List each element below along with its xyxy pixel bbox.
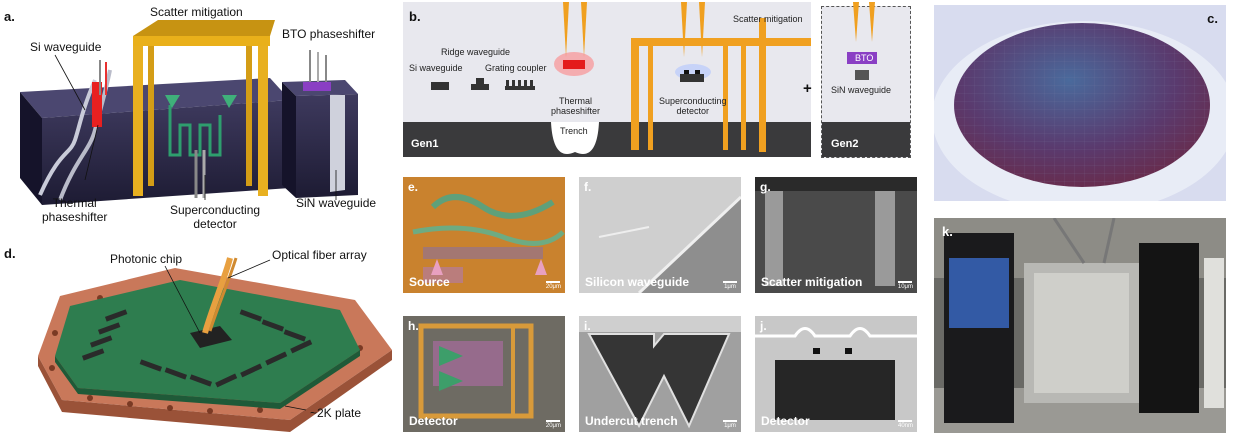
panel-k: k. (934, 218, 1226, 433)
panel-a-label: a. (4, 9, 15, 24)
plate-label: ~2K plate (310, 406, 362, 420)
panel-b: b. Ridge waveguide Si waveguide Grating … (403, 2, 915, 158)
tile-g-caption: Scatter mitigation (761, 275, 863, 289)
panel-a-illustration (20, 20, 358, 205)
tile-h-detector: h. Detector 20μm (403, 316, 565, 432)
tile-i-scale: 1μm (723, 420, 737, 429)
panel-d-illustration (38, 257, 392, 432)
gen1-label: Gen1 (411, 138, 439, 150)
panel-k-label: k. (942, 224, 953, 239)
tile-g-image (755, 177, 917, 286)
panel-c-label: c. (1207, 11, 1218, 26)
panel-a: a. (0, 0, 400, 235)
tile-h-scale: 20μm (546, 420, 561, 429)
bto-phaseshifter-label: BTO phaseshifter (282, 27, 376, 41)
tile-i-image (579, 316, 741, 429)
tile-j-caption: Detector (761, 414, 810, 428)
photonic-chip-label: Photonic chip (110, 252, 183, 266)
trench-label: Trench (560, 126, 588, 136)
tile-g-scatter-mitigation: g. Scatter mitigation 10μm (755, 177, 917, 293)
tile-e-caption: Source (409, 275, 450, 289)
tile-j-scale: 40nm (898, 420, 913, 429)
tile-h-caption: Detector (409, 414, 458, 428)
tile-e-image (412, 194, 565, 283)
bto-label: BTO (855, 53, 874, 63)
tile-f-label: f. (584, 180, 592, 194)
tile-e-source: e. Source 20μm (403, 177, 565, 293)
ridge-waveguide-label: Ridge waveguide (441, 47, 511, 57)
panel-b-label: b. (409, 9, 421, 24)
sin-waveguide-label: SiN waveguide (296, 196, 377, 210)
tile-f-caption: Silicon waveguide (585, 275, 690, 289)
optical-fiber-array-label: Optical fiber array (272, 248, 367, 262)
thermal-phaseshifter-label: Thermal phaseshifter (42, 196, 108, 224)
wafer-photo (934, 21, 1226, 201)
tile-h-label: h. (408, 319, 419, 333)
panel-d: d. (0, 238, 400, 438)
cryostat-rack-photo (934, 218, 1226, 433)
grating-coupler-label: Grating coupler (485, 63, 547, 73)
tile-g-label: g. (760, 180, 771, 194)
gen2-substrate (822, 122, 910, 157)
tile-e-label: e. (408, 180, 419, 194)
tile-f-scale: 1μm (723, 281, 737, 290)
b-scatter-mitigation-label: Scatter mitigation (733, 14, 803, 24)
tile-e-scale: 20μm (546, 281, 561, 290)
tile-i-undercut-trench: i. Undercut trench 1μm (579, 316, 741, 432)
panel-c: c. (934, 5, 1226, 201)
tile-i-label: i. (584, 319, 591, 333)
tile-g-scale: 10μm (898, 281, 913, 290)
superconducting-detector-label: Superconducting detector (170, 203, 261, 231)
b-si-waveguide-label: Si waveguide (409, 63, 463, 73)
tile-h-image (418, 323, 534, 419)
scatter-mitigation-label: Scatter mitigation (150, 5, 243, 19)
panel-d-label: d. (4, 246, 16, 261)
tile-j-label: j. (760, 319, 767, 333)
tile-f-silicon-waveguide: f. Silicon waveguide 1μm (579, 177, 741, 293)
panel-b-illustration (431, 2, 877, 154)
si-waveguide-label: Si waveguide (30, 40, 102, 54)
gen2-label: Gen2 (831, 138, 859, 150)
tile-i-caption: Undercut trench (585, 414, 678, 428)
b-superconducting-detector-label: Superconducting detector (659, 96, 727, 116)
tile-j-image (755, 327, 917, 420)
tile-f-image (579, 177, 741, 293)
plus-sign: + (803, 80, 812, 97)
b-thermal-phaseshifter-label: Thermal phaseshifter (551, 96, 601, 116)
b-sin-waveguide-label: SiN waveguide (831, 85, 892, 95)
tile-j-detector: j. Detector 40nm (755, 316, 917, 432)
